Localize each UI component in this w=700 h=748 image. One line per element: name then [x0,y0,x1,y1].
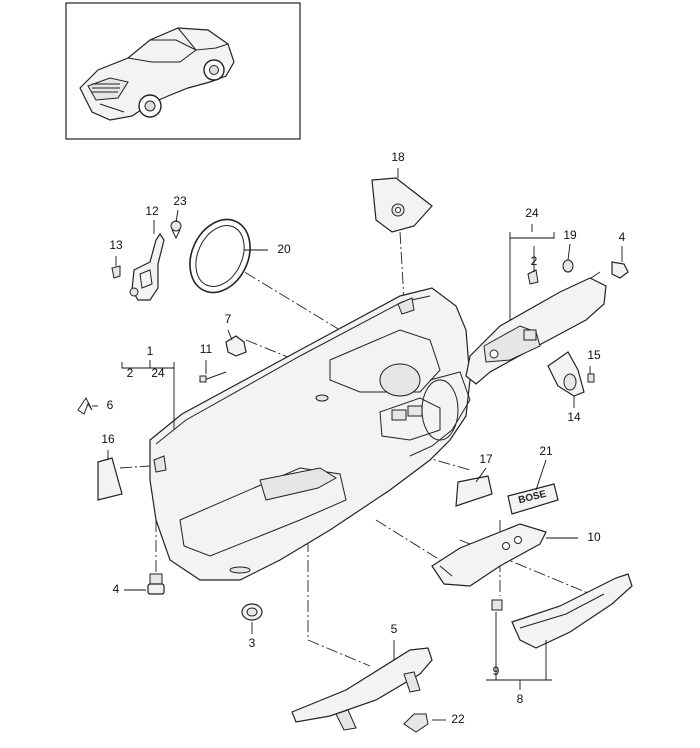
label-18: 18 [391,150,405,164]
car-illustration [79,27,235,121]
door-panel [149,287,471,581]
part-10-armrest-trim [431,523,547,587]
label-10: 10 [587,530,601,544]
part-3-grommet [241,603,263,621]
leader-lines [92,168,623,721]
part-4-lower-screw [147,573,165,595]
label-12: 12 [145,204,159,218]
part-18-mirror-cover [371,177,433,233]
label-2: 2 [531,254,538,268]
part-8-trim [511,573,633,649]
part-20-speaker-ring [189,218,251,294]
label-20: 20 [277,242,291,256]
label-4-lower: 4 [113,582,120,596]
part-22-clip [403,713,429,733]
label-4-upper: 4 [619,230,626,244]
label-8: 8 [517,692,524,706]
part-13-screw [111,265,121,279]
label-1-sub-2: 2 [127,366,134,380]
label-9: 9 [493,664,500,678]
label-5: 5 [391,622,398,636]
part-14-tweeter-cover [547,351,585,397]
label-11: 11 [200,342,213,356]
label-7: 7 [225,312,232,326]
label-14: 14 [567,410,581,424]
part-17-trim [455,475,493,507]
label-6: 6 [107,398,114,412]
label-24: 24 [525,206,539,220]
part-6-clip [77,397,93,415]
car-inset [65,2,301,140]
label-17: 17 [479,452,493,466]
part-7-bracket [225,335,247,357]
part-24-trim-strip [465,277,607,385]
part-21-bose-badge: BOSE [507,483,559,515]
part-5-lower-strip [291,647,433,731]
label-22: 22 [451,712,465,726]
part-4-upper-screw [611,261,629,279]
label-1-sub-24: 24 [151,366,165,380]
part-12-handle-mechanism [129,232,165,301]
label-16: 16 [101,432,115,446]
callout-labels: 1 2 24 2 3 4 4 5 6 7 8 9 10 11 12 13 14 … [101,150,625,726]
label-21: 21 [539,444,553,458]
label-1: 1 [147,344,154,358]
label-23: 23 [173,194,187,208]
part-2-clip [527,269,539,285]
label-15: 15 [587,348,601,362]
label-3: 3 [249,636,256,650]
part-15-screw [587,373,595,383]
label-19: 19 [563,228,577,242]
part-16-cover [97,457,123,501]
part-9-clip [491,599,503,611]
part-11-screw [199,371,227,383]
label-13: 13 [109,238,123,252]
part-19-cap [562,259,574,273]
part-23-clip [170,220,182,240]
